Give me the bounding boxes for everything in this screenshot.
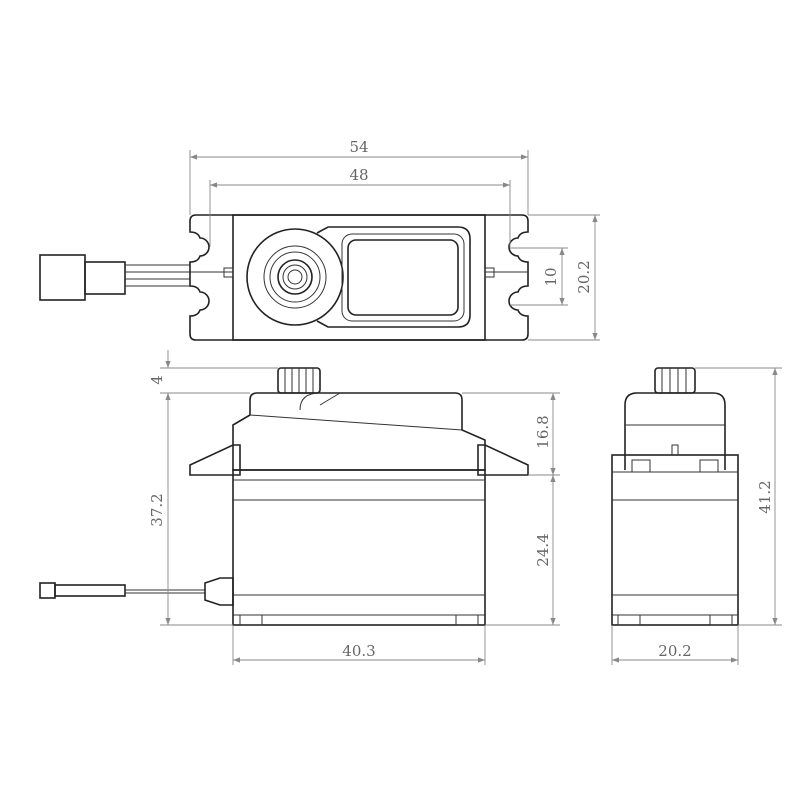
connector-plug (39, 254, 190, 301)
output-gear-housing (246, 228, 344, 326)
wire-lead (39, 577, 234, 606)
dim-10: 10 (542, 267, 560, 286)
dim-16-8: 16.8 (534, 415, 552, 448)
top-view (39, 214, 529, 341)
right-flange (477, 444, 529, 476)
front-body (232, 469, 486, 626)
dim-37-2: 37.2 (148, 493, 166, 526)
side-view (611, 367, 739, 626)
dimension-labels: 54 48 10 20.2 4 37.2 16.8 24.4 40.3 41.2… (148, 138, 774, 660)
front-view (39, 367, 529, 626)
dim-20-2-top: 20.2 (575, 260, 593, 293)
spline-side (654, 367, 696, 394)
mounting-flange-outline (189, 214, 529, 341)
left-flange (189, 444, 241, 476)
dim-20-2-side: 20.2 (658, 642, 691, 660)
dim-40-3: 40.3 (342, 642, 375, 660)
output-spline (277, 259, 313, 295)
dim-24-4: 24.4 (534, 533, 552, 566)
dim-54: 54 (349, 138, 368, 156)
dim-48: 48 (349, 166, 368, 184)
dimension-lines (160, 150, 782, 665)
dim-4: 4 (148, 375, 166, 385)
side-body (611, 454, 739, 626)
dim-41-2: 41.2 (756, 480, 774, 513)
